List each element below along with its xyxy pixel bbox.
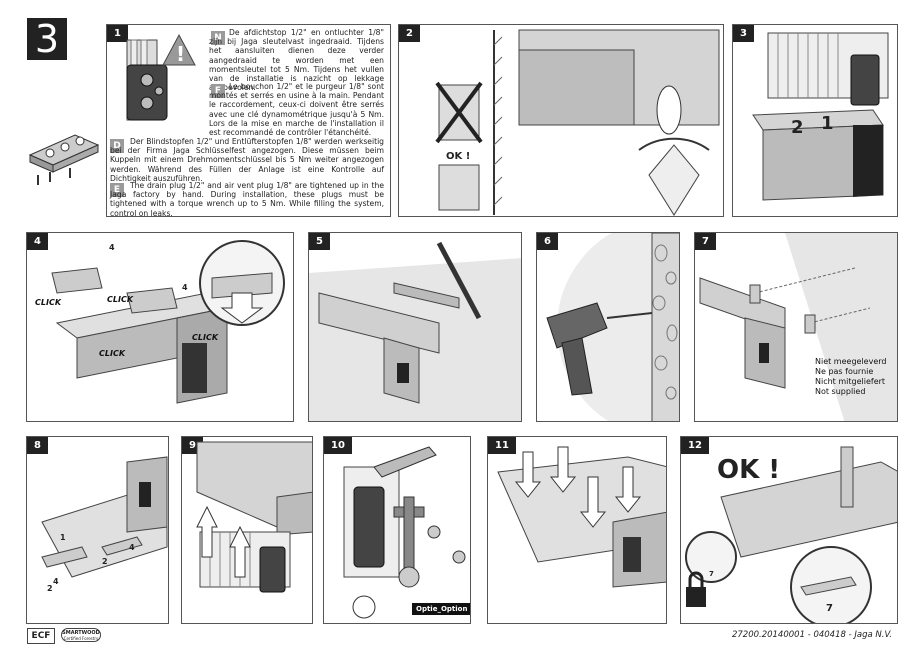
svg-text:!: !: [176, 42, 185, 66]
ok-label-small: OK !: [446, 151, 471, 162]
step-11-panel: 11: [487, 436, 667, 624]
step-number: 1: [107, 25, 128, 42]
arrow-label-1: 1: [60, 533, 66, 542]
bracket-click-illustration: [51, 240, 285, 404]
final-assembly-illustration: [685, 446, 897, 623]
step-12-panel: 12 OK ! 7 7: [680, 436, 898, 624]
lang-badge-de: D: [110, 139, 124, 153]
step-number: 12: [681, 437, 709, 454]
smartwood-text: SMARTWOOD: [62, 630, 100, 636]
not-supplied-note: Niet meegeleverd Ne pas fournie Nicht mi…: [815, 357, 886, 397]
not-supplied-de: Nicht mitgeliefert: [815, 377, 886, 386]
bracket-slide-illustration: [41, 456, 168, 578]
step-number: 10: [324, 437, 352, 454]
arrow-label-2: 2: [47, 584, 53, 593]
step-number: 6: [537, 233, 558, 250]
wall-plug-illustration: [699, 233, 897, 421]
instruction-nl: De afdichtstop 1/2" en ontluchter 1/8" z…: [209, 28, 384, 93]
level-marking-illustration: [309, 241, 521, 421]
step-number: 11: [488, 437, 516, 454]
option-label: Optie_Option: [412, 603, 470, 615]
lang-badge-en: E: [110, 183, 124, 197]
step-1-panel: 1 ! N De afdichtstop 1/2" en ontluchter …: [106, 24, 391, 217]
step-3-panel: 3 2 1: [732, 24, 898, 217]
smartwood-subtext: Certified Forestry: [63, 636, 99, 641]
step-2-panel: 2 OK !: [398, 24, 724, 217]
not-supplied-fr: Ne pas fournie: [815, 367, 874, 376]
arrow-label-2: 2: [791, 117, 804, 138]
click-label: CLICK: [107, 295, 134, 304]
arrow-label-2: 2: [102, 557, 108, 566]
step-9-panel: 9: [181, 436, 313, 624]
step-ref-number: 7: [826, 603, 833, 614]
valve-option-illustration: [343, 446, 466, 619]
click-label: CLICK: [192, 333, 219, 342]
step-number: 8: [27, 437, 48, 454]
drilling-illustration: [546, 233, 679, 421]
step-8-panel: 8 1 2 2 4 4: [26, 436, 169, 624]
page-number: 3: [27, 18, 67, 60]
step-7-panel: 7 Niet meegeleverd Ne pas fournie Nicht …: [694, 232, 898, 422]
step-6-panel: 6: [536, 232, 680, 422]
document-code: 27200.20140001 - 040418 - Jaga N.V.: [731, 630, 892, 640]
step-4-panel: 4 CLICK CLICK CLICK CLICK 4 4: [26, 232, 294, 422]
arrow-label-1: 1: [821, 113, 834, 134]
ecf-logo: ECF: [27, 628, 55, 644]
click-label: CLICK: [99, 349, 126, 358]
bracket-illustration: [28, 134, 100, 185]
cover-install-illustration: [497, 446, 666, 588]
wall-mount-illustration: [435, 29, 720, 216]
instruction-en: The drain plug 1/2" and air vent plug 1/…: [110, 181, 384, 217]
smartwood-logo: SMARTWOOD Certified Forestry: [61, 628, 101, 642]
step-ref-number: 7: [709, 570, 714, 578]
step-ref-number: 4: [182, 283, 188, 292]
ok-label-big: OK !: [717, 455, 781, 485]
step-number: 5: [309, 233, 330, 250]
lang-badge-fr: F: [211, 84, 225, 98]
step-number: 2: [399, 25, 420, 42]
lang-badge-nl: N: [211, 31, 225, 45]
cover-remove-illustration: [196, 441, 312, 593]
step-number: 3: [733, 25, 754, 42]
step-5-panel: 5: [308, 232, 522, 422]
step-number: 4: [27, 233, 48, 250]
step-ref-number: 4: [129, 543, 135, 552]
step-ref-number: 4: [53, 577, 59, 586]
step-10-panel: 10 Optie_Option: [323, 436, 471, 624]
radiator-insert-illustration: [752, 32, 889, 201]
not-supplied-en: Not supplied: [815, 387, 866, 396]
not-supplied-nl: Niet meegeleverd: [815, 357, 887, 366]
instruction-de: Der Blindstopfen 1/2" und Entlüfterstopf…: [110, 137, 384, 183]
click-label: CLICK: [35, 298, 62, 307]
radiator-plug-illustration: !: [126, 33, 196, 121]
instruction-fr: Le bouchon 1/2" et le purgeur 1/8" sont …: [209, 82, 384, 138]
step-ref-number: 4: [109, 243, 115, 252]
step-number: 7: [695, 233, 716, 250]
